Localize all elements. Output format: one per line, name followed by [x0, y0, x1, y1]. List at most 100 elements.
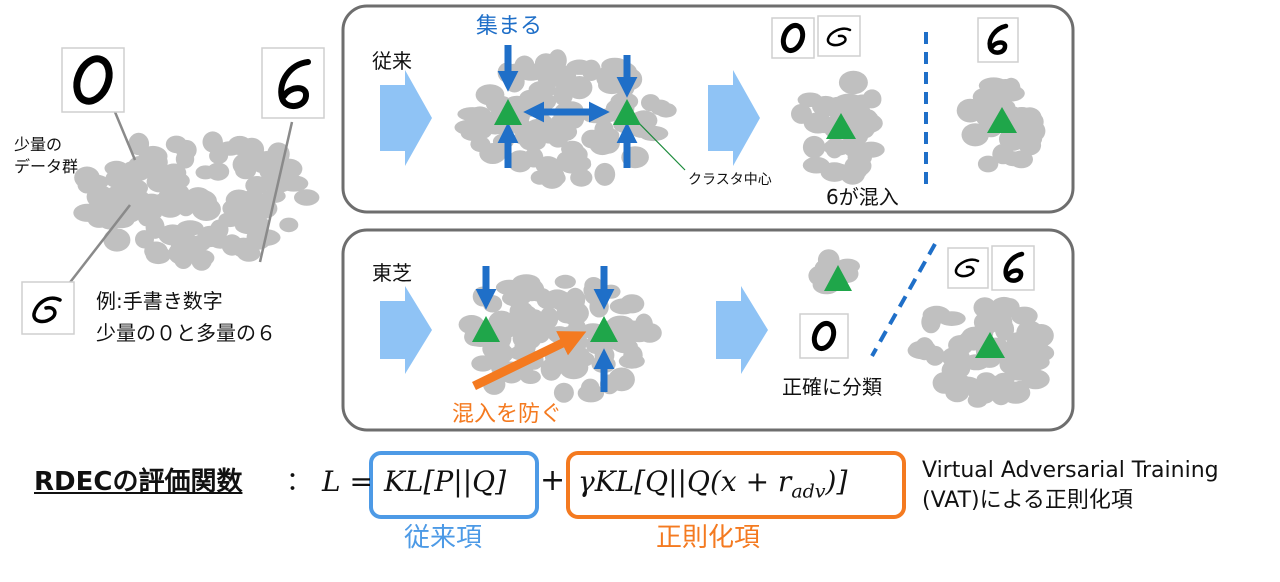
data-point — [945, 382, 970, 403]
data-point — [125, 179, 148, 197]
data-point — [137, 207, 156, 227]
digit-six-bottom-panel-a — [947, 247, 989, 289]
bottom-panel-frame — [341, 228, 1075, 432]
data-point — [1002, 77, 1021, 99]
data-point-clusters — [73, 49, 1055, 408]
data-point — [608, 367, 635, 392]
data-point — [979, 375, 1009, 396]
data-point — [509, 304, 537, 322]
formula-separator: ： — [286, 467, 313, 497]
data-point — [817, 249, 840, 271]
data-point — [802, 135, 826, 159]
data-point — [133, 157, 162, 173]
data-point — [255, 151, 278, 173]
data-point — [797, 92, 823, 108]
data-point — [908, 341, 929, 359]
classified-label: 正確に分類 — [782, 375, 882, 399]
data-point — [612, 338, 638, 354]
data-point — [495, 279, 524, 296]
gather-arrows-top — [497, 45, 638, 168]
bottom-panel-label: 東芝 — [372, 261, 412, 285]
data-point — [158, 224, 188, 246]
digit-six-large — [261, 47, 325, 119]
digit-zero-bottom-panel — [799, 313, 849, 359]
data-point — [232, 153, 256, 176]
six-sample-pointer-line — [67, 204, 131, 286]
vat-term-box — [566, 451, 906, 519]
data-point — [519, 278, 545, 302]
data-point — [104, 160, 129, 176]
data-point — [520, 370, 541, 384]
digit-six-top-panel — [977, 17, 1019, 63]
formula-lhs: L = — [322, 465, 373, 498]
example-line1: 例:手書き数字 — [96, 289, 223, 313]
data-point — [77, 175, 97, 194]
minority-note-line1: 少量の — [14, 135, 63, 154]
vat-description-line2: (VAT)による正則化項 — [922, 488, 1133, 513]
data-point — [637, 323, 662, 343]
data-point — [956, 98, 984, 123]
data-point — [542, 170, 566, 187]
data-point — [191, 249, 213, 271]
six-pointer-line — [258, 121, 294, 263]
data-point — [961, 123, 989, 147]
data-point — [294, 189, 320, 206]
mixing-label: 6が混入 — [826, 185, 899, 209]
data-point — [925, 345, 945, 366]
data-point — [488, 310, 515, 335]
data-point — [279, 175, 309, 192]
big-arrow-top-1 — [380, 70, 432, 166]
data-point — [175, 149, 195, 169]
data-point — [584, 277, 603, 294]
data-point — [992, 143, 1014, 165]
digit-six-top-panel-mixed — [817, 15, 861, 57]
digit-six-sample — [21, 281, 75, 335]
cluster-top-conventional — [454, 49, 677, 189]
data-point — [535, 156, 561, 175]
data-point — [561, 155, 591, 170]
data-point — [186, 235, 212, 252]
data-point — [937, 311, 966, 326]
data-point — [1021, 369, 1050, 390]
vat-term-subscript: adv — [791, 480, 826, 503]
data-point — [580, 378, 600, 398]
digit-six-bottom-panel-b — [991, 245, 1035, 291]
big-arrow-bottom-2 — [716, 286, 768, 374]
top-panel-frame — [341, 4, 1075, 214]
data-point — [146, 171, 173, 193]
vat-term: γKL[Q||Q(x + radv)] — [578, 465, 847, 503]
kl-term: KL[P||Q] — [384, 465, 507, 498]
cluster-center-label: クラスタ中心 — [688, 172, 772, 188]
gather-arrows-bottom — [475, 266, 615, 392]
data-point — [135, 230, 154, 249]
data-point — [231, 237, 256, 258]
data-point — [202, 131, 223, 153]
data-point — [546, 65, 577, 88]
data-point — [587, 135, 614, 151]
data-point — [279, 217, 299, 233]
data-point — [1010, 380, 1030, 400]
data-point — [210, 219, 229, 240]
kl-term-box — [369, 451, 539, 519]
data-point — [641, 94, 661, 112]
vat-description-line1: Virtual Adversarial Training — [922, 458, 1219, 483]
digit-zero-top-panel — [771, 17, 815, 59]
formula-plus: + — [540, 463, 566, 498]
digit-thumbnails — [21, 15, 1035, 359]
data-point — [242, 215, 270, 231]
data-point — [1016, 113, 1040, 130]
top-panel-label: 従来 — [372, 49, 412, 73]
data-point — [594, 162, 616, 186]
data-point — [512, 326, 542, 351]
data-point — [486, 349, 509, 364]
data-point — [606, 315, 635, 334]
formula-title: RDECの評価関数 — [34, 467, 243, 497]
big-arrow-top-2 — [708, 70, 760, 166]
data-point — [982, 78, 1002, 95]
gather-label: 集まる — [476, 14, 543, 39]
data-point — [460, 126, 487, 142]
data-point — [217, 141, 243, 156]
data-point — [609, 61, 638, 84]
